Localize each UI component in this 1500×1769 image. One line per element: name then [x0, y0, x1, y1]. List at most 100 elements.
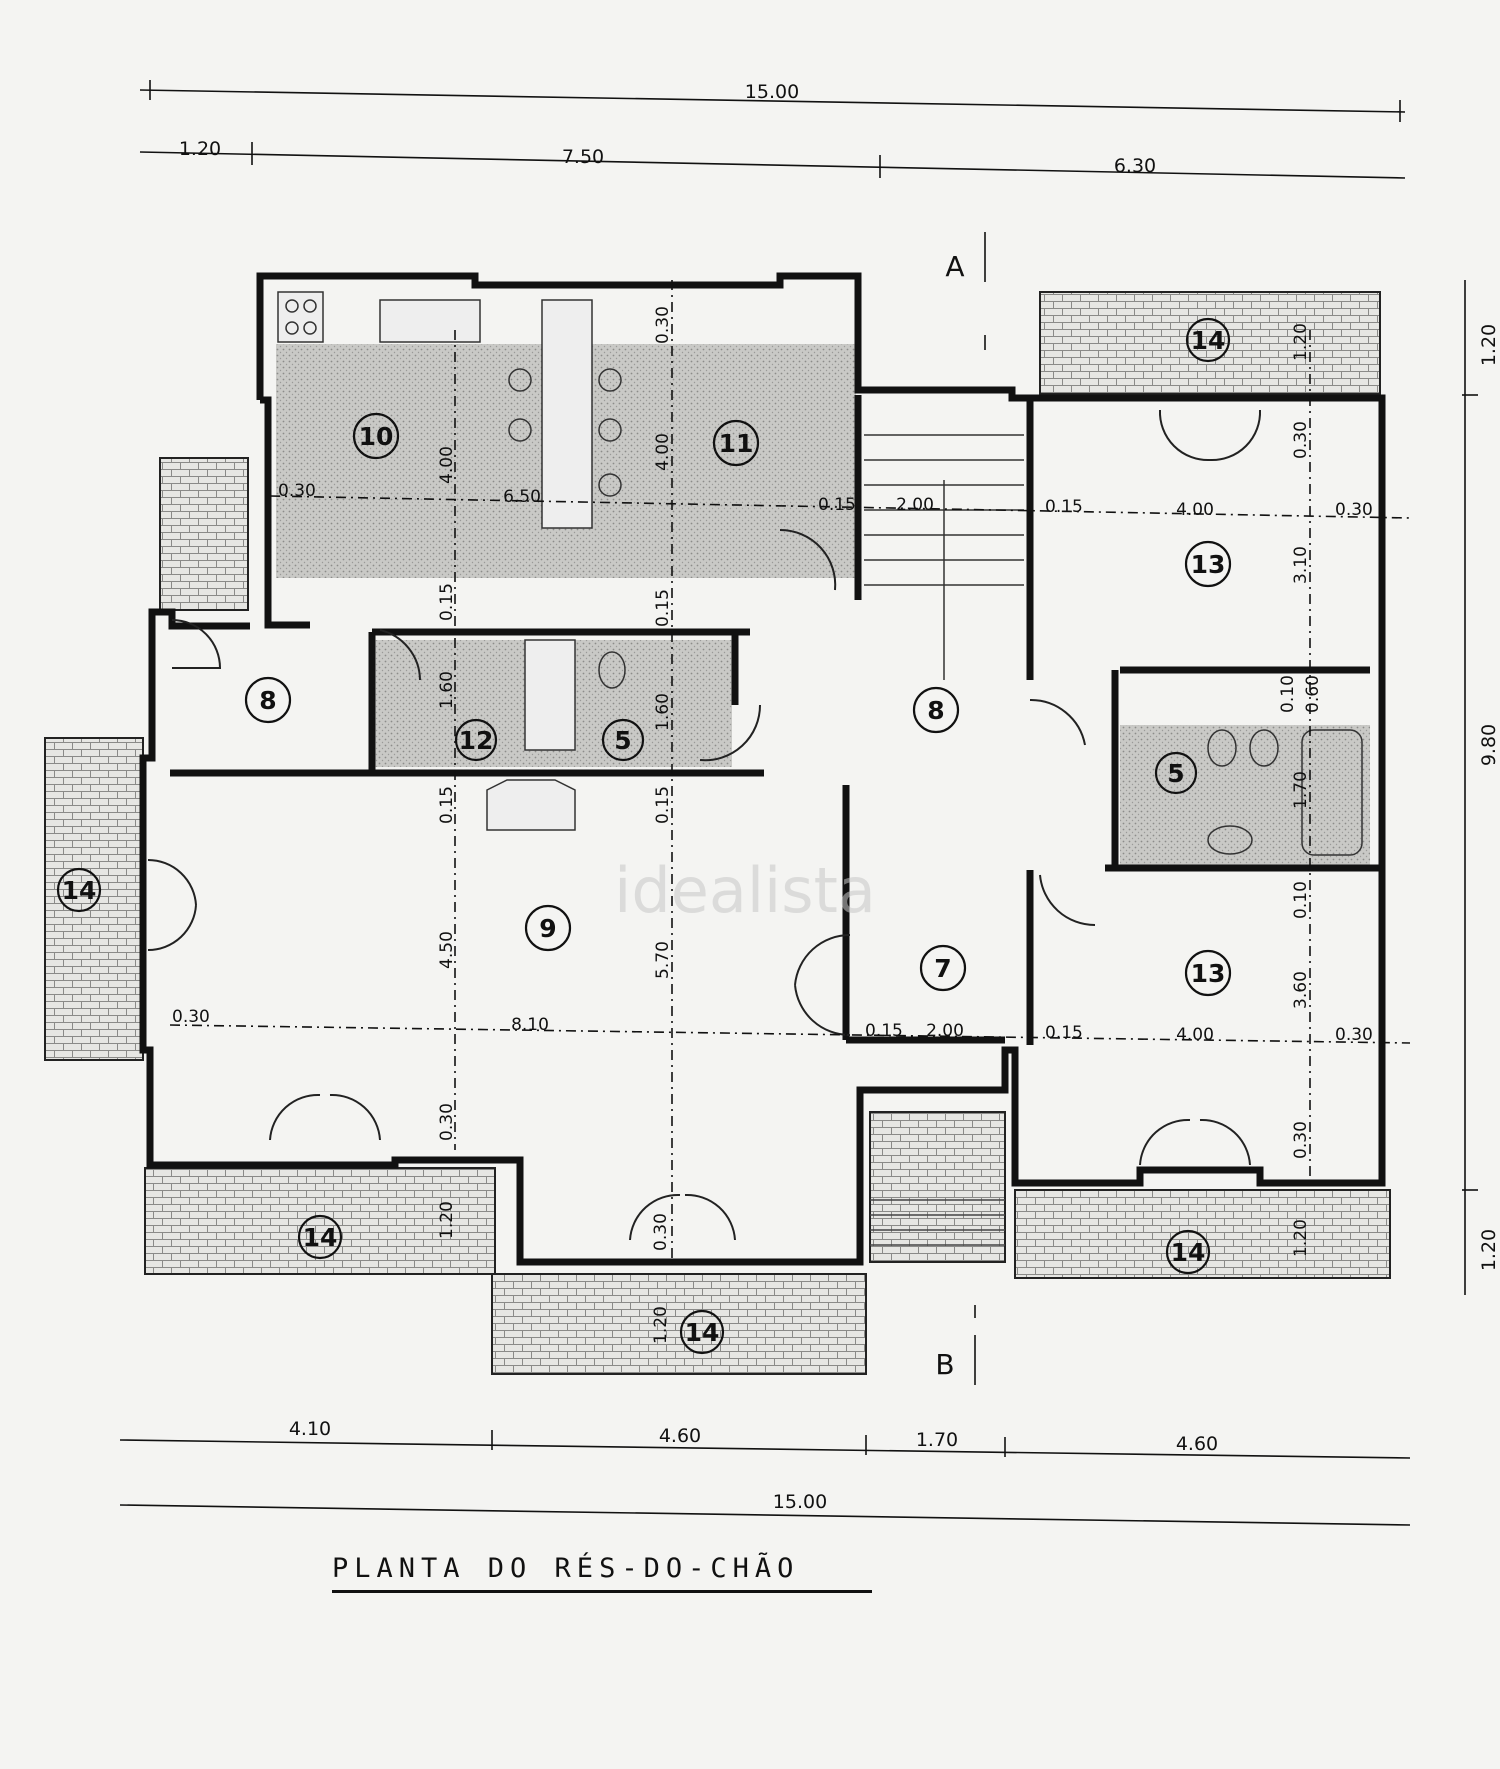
terrace-top-right	[1039, 291, 1381, 395]
room-label-11: 11	[719, 429, 754, 458]
dim-k-030-left: 0.30	[278, 481, 316, 501]
dim-r-015-bottom: 0.15	[1045, 1023, 1083, 1043]
door-living-south	[269, 1093, 381, 1141]
wall-south-west	[139, 608, 1386, 1266]
terrace-bottom-left	[144, 1167, 496, 1275]
dim-r-030-low: 0.30	[1291, 1121, 1311, 1159]
door-living-terrace	[629, 1193, 736, 1241]
cooktop	[277, 291, 324, 343]
toilet-center	[598, 651, 626, 689]
dim-l-030-bottom: 0.30	[437, 1103, 457, 1141]
internal-dimensions: 0.30 6.50 4.00 4.00 0.30 0.15 2.00 0.15 …	[172, 306, 1373, 1344]
dim-right-middle: 9.80	[1478, 724, 1500, 766]
terrace-upper-left	[159, 457, 249, 611]
door-bedroom-terrace	[1139, 1118, 1251, 1166]
door-entry	[794, 933, 851, 1037]
door-bedroom-top	[1158, 409, 1262, 462]
room-label-5-center: 5	[614, 726, 631, 755]
room-label-12: 12	[459, 726, 494, 755]
dim-right-top: 1.20	[1478, 324, 1500, 366]
door-swings	[147, 409, 1262, 1241]
dim-r-030-door: 0.30	[1291, 421, 1311, 459]
dim-l-015-a: 0.15	[437, 786, 457, 824]
door-service	[699, 704, 762, 762]
plan-title: PLANTA DO RÉS-DO-CHÃO	[332, 1553, 872, 1593]
dim-r-400-bottom: 4.00	[1176, 1025, 1214, 1045]
dim-bottom-4: 4.60	[1176, 1433, 1218, 1455]
dim-r-310: 3.10	[1291, 546, 1311, 584]
dim-r-030-bottom: 0.30	[1335, 1025, 1373, 1045]
dim-right-bottom: 1.20	[1478, 1229, 1500, 1271]
dim-top-overall: 15.00	[745, 81, 799, 103]
bathroom-floor	[1120, 725, 1370, 865]
terrace-bottom-right	[1014, 1189, 1391, 1279]
dim-bottom-3: 1.70	[916, 1429, 958, 1451]
dim-l-030-door: 0.30	[651, 1213, 671, 1251]
door-terrace-left	[147, 858, 197, 952]
room-tag-circles	[56, 317, 1232, 1355]
room-label-14-bottom-center: 14	[685, 1318, 720, 1347]
watermark-logo: idealista	[614, 854, 876, 927]
dim-r-060: 0.60	[1303, 675, 1323, 713]
room-label-8-center: 8	[927, 696, 944, 725]
kitchen-island	[541, 299, 593, 529]
entry-stair-lines	[870, 1199, 1005, 1246]
room-label-5-right: 5	[1167, 759, 1184, 788]
dim-k-400-a: 4.00	[437, 446, 457, 484]
dim-bottom-overall: 15.00	[773, 1491, 827, 1513]
dim-l-015-b: 0.15	[653, 786, 673, 824]
door-kitchen	[779, 528, 837, 591]
dim-r-015-top: 0.15	[1045, 497, 1083, 517]
section-mark-a: A	[945, 250, 964, 283]
dim-top-1: 1.20	[179, 138, 221, 160]
door-bedroom-low	[1039, 874, 1096, 927]
entry-step	[869, 1111, 1006, 1263]
dim-k-650: 6.50	[503, 487, 541, 507]
room-label-7: 7	[934, 954, 951, 983]
dim-r-010-a: 0.10	[1278, 675, 1298, 713]
wall-north	[256, 272, 1386, 865]
door-hall-left	[171, 619, 222, 669]
section-markers: A B	[935, 250, 964, 1381]
terrace-left	[44, 737, 144, 1061]
dim-l-120: 1.20	[437, 1201, 457, 1239]
bidet-right	[1249, 729, 1279, 767]
dim-stair-200: 2.00	[896, 495, 934, 515]
terrace-bottom-center	[491, 1273, 867, 1375]
section-mark-b: B	[935, 1348, 954, 1381]
walls	[139, 272, 1386, 1266]
dim-k-030-top: 0.30	[653, 306, 673, 344]
room-label-14-left: 14	[62, 876, 97, 905]
bathtub	[1301, 729, 1363, 856]
door-storage	[379, 629, 421, 681]
dim-s-160-b: 1.60	[653, 693, 673, 731]
dim-r-120-terrace: 1.20	[1291, 323, 1311, 361]
door-hall-right	[1029, 698, 1086, 746]
toilet-right	[1207, 729, 1237, 767]
dim-k-015-right: 0.15	[818, 495, 856, 515]
dim-s-160-a: 1.60	[437, 671, 457, 709]
dim-r-030-top: 0.30	[1335, 500, 1373, 520]
dim-r-400-top: 4.00	[1176, 500, 1214, 520]
dimension-lines	[119, 80, 1478, 1526]
stair-and-fixtures	[277, 291, 1363, 856]
room-label-14-bottom-left: 14	[303, 1223, 338, 1252]
dim-bottom-2: 4.60	[659, 1425, 701, 1447]
dim-r-120-low: 1.20	[1291, 1219, 1311, 1257]
wall-kitchen-west	[260, 396, 310, 629]
dim-k-400-b: 4.00	[653, 433, 673, 471]
washbasin-right	[1207, 825, 1253, 855]
dim-r-170: 1.70	[1291, 771, 1311, 809]
dim-r-360: 3.60	[1291, 971, 1311, 1009]
stair-treads	[864, 434, 1024, 680]
dim-l-450: 4.50	[437, 931, 457, 969]
shower-tray	[524, 639, 576, 751]
dim-top-3: 6.30	[1114, 155, 1156, 177]
dim-r-010-b: 0.10	[1291, 881, 1311, 919]
terraces	[44, 291, 1391, 1375]
room-label-14-top: 14	[1191, 326, 1226, 355]
dim-top-2: 7.50	[562, 146, 604, 168]
dim-l-570: 5.70	[653, 941, 673, 979]
dim-l-030-left: 0.30	[172, 1007, 210, 1027]
